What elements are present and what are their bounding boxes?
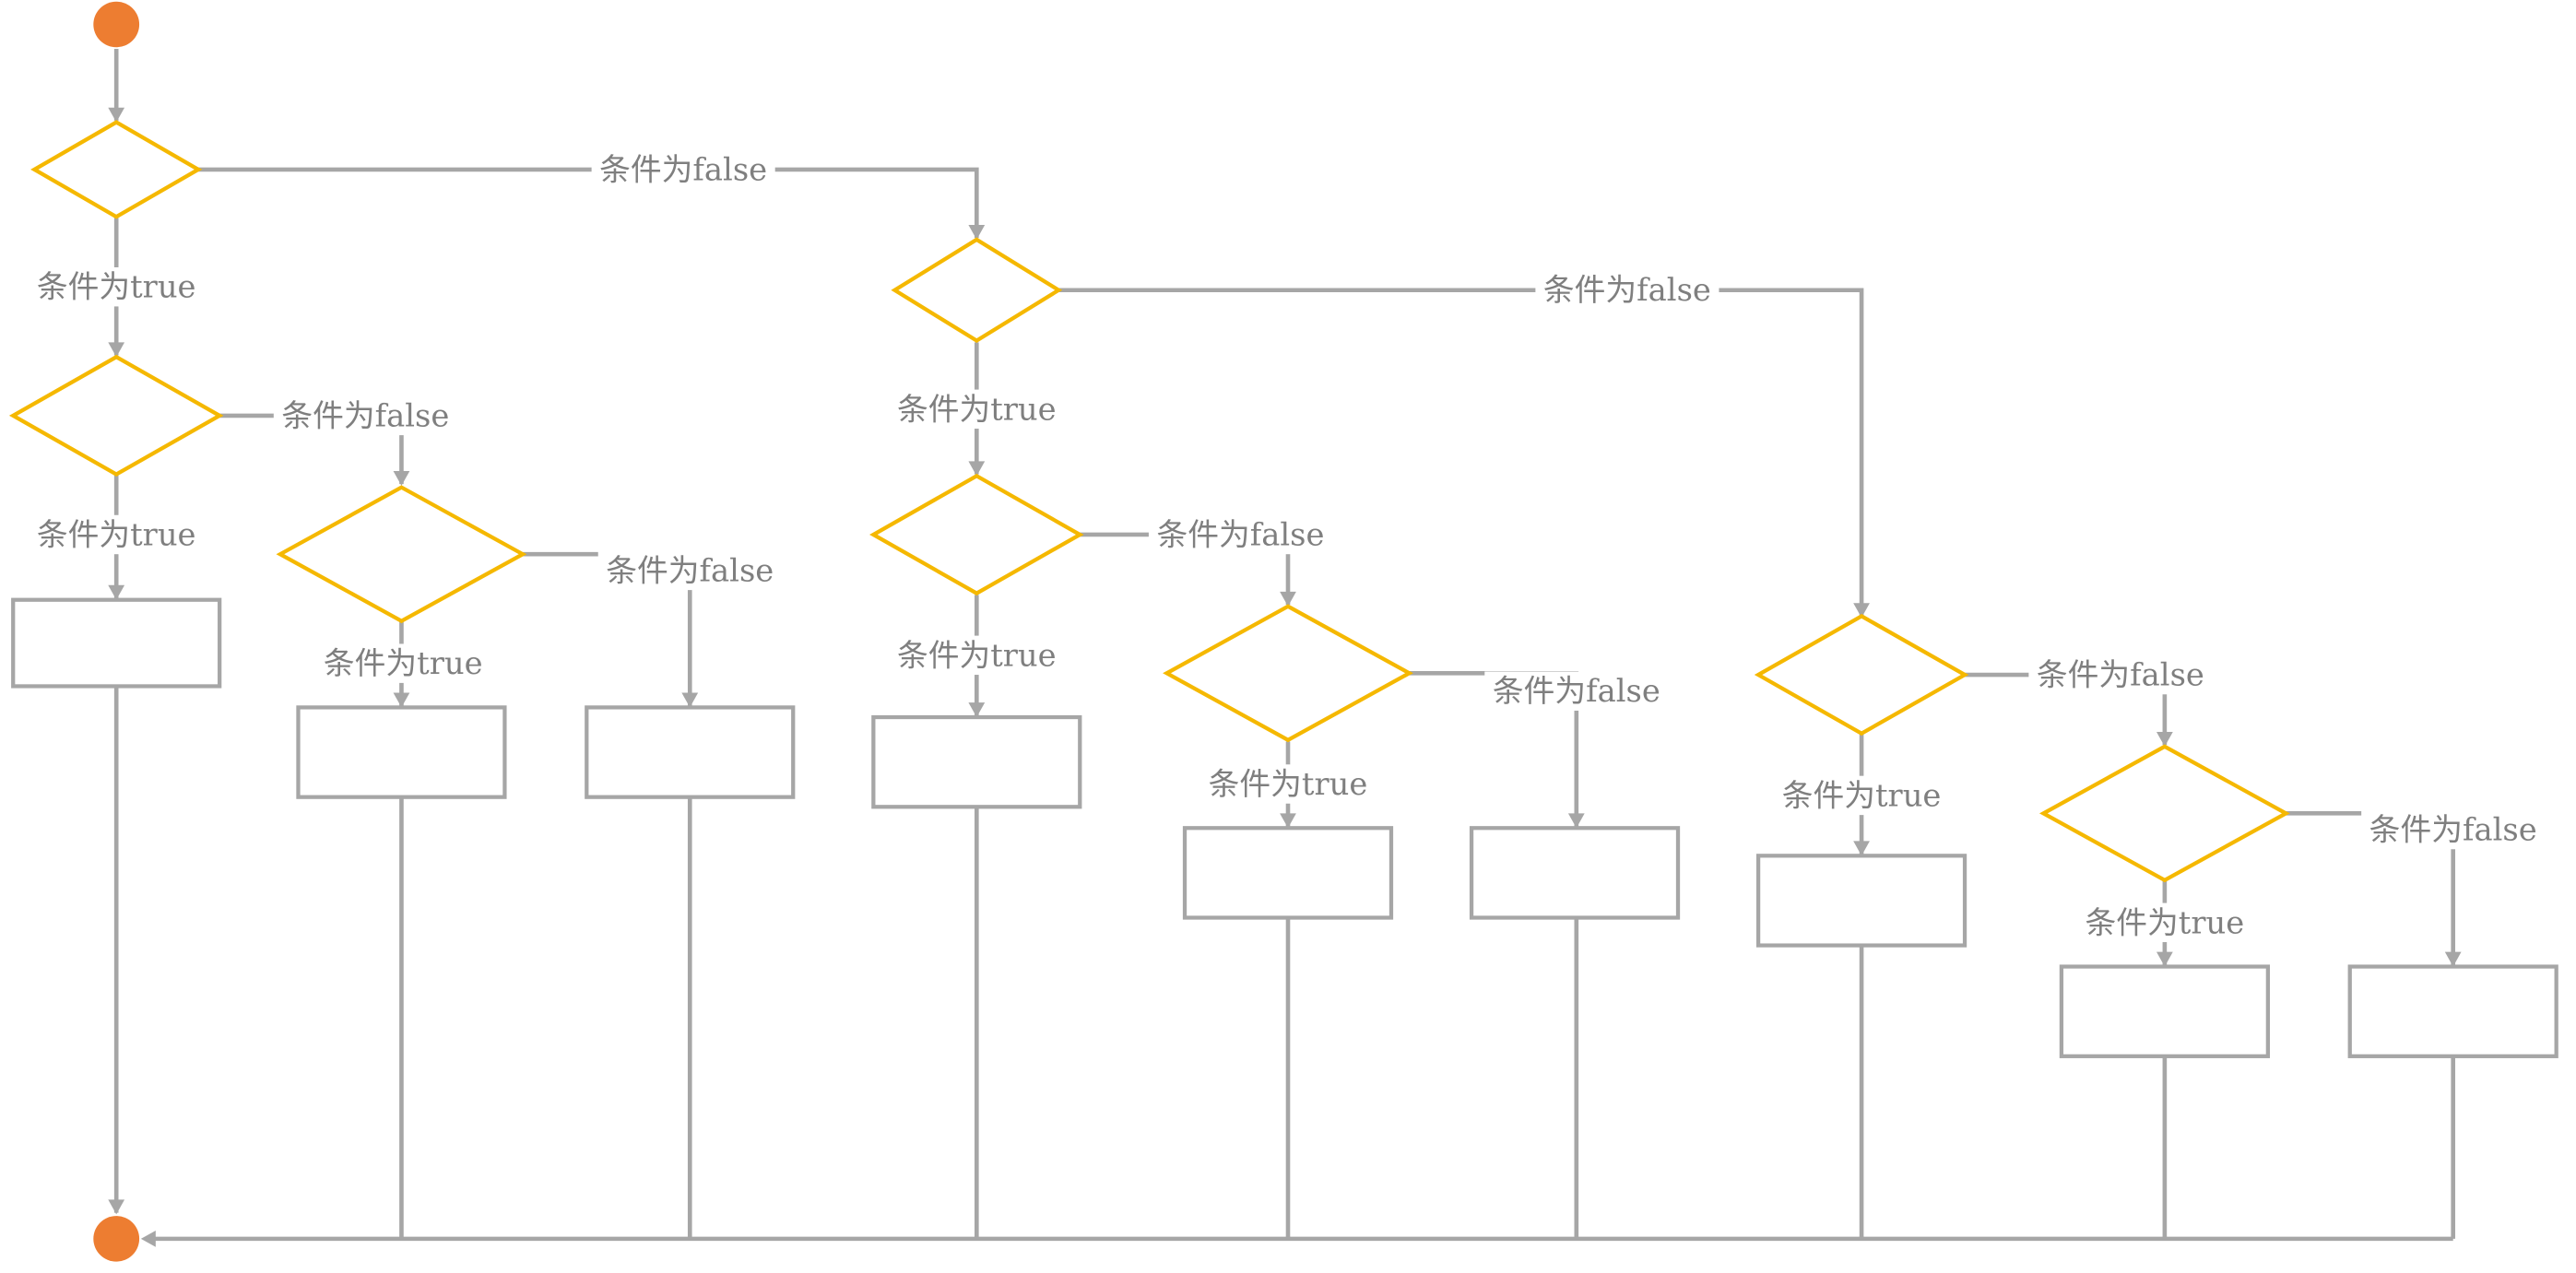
arrowhead <box>1853 603 1870 619</box>
start-node <box>93 1 140 48</box>
true-branch-label: 条件为true <box>2086 904 2245 940</box>
arrowhead <box>968 702 986 718</box>
false-branch-label: 条件为false <box>1493 673 1660 709</box>
decision-diamond <box>869 473 1084 596</box>
code-block <box>296 705 507 799</box>
arrowhead <box>2444 951 2462 967</box>
label-background <box>597 550 782 591</box>
code-block <box>1469 826 1681 920</box>
arrowhead <box>968 225 986 240</box>
arrowhead <box>393 471 410 486</box>
false-branch-label: 条件为false <box>606 552 774 588</box>
label-background <box>1535 270 1719 310</box>
false-branch-label: 条件为false <box>1543 272 1711 308</box>
arrowhead <box>108 342 125 358</box>
code-block <box>871 714 1082 809</box>
label-background <box>273 395 457 436</box>
arrowhead <box>681 692 699 708</box>
label-background <box>591 149 775 190</box>
label-background <box>1779 775 1944 816</box>
code-block <box>585 705 796 799</box>
false-branch-label: 条件为false <box>599 151 767 187</box>
true-branch-label: 条件为true <box>1209 766 1368 802</box>
code-block <box>1182 826 1394 920</box>
true-branch-label: 条件为true <box>37 517 196 553</box>
arrowhead <box>108 107 125 123</box>
decision-diamond <box>2038 744 2290 883</box>
arrowhead <box>968 461 986 477</box>
decision-diamond <box>30 120 203 219</box>
false-branch-label: 条件为false <box>1156 517 1324 553</box>
true-branch-label: 条件为true <box>37 269 196 305</box>
label-background <box>2083 902 2247 943</box>
end-node <box>93 1216 140 1262</box>
true-branch-label: 条件为true <box>897 637 1057 673</box>
arrowhead <box>1567 813 1585 829</box>
connector <box>1058 288 1864 617</box>
label-background <box>1148 514 1332 555</box>
arrowhead <box>1853 841 1870 856</box>
label-background <box>2028 654 2213 695</box>
decision-diamond <box>1163 604 1413 743</box>
false-branch-label: 条件为false <box>281 397 449 433</box>
arrowhead <box>108 1199 125 1215</box>
arrowhead <box>2156 951 2173 967</box>
arrowhead <box>393 692 410 708</box>
true-branch-label: 条件为true <box>1782 777 1942 813</box>
code-block <box>2059 964 2270 1058</box>
decision-diamond <box>891 237 1063 344</box>
label-background <box>1484 671 1669 711</box>
false-branch-label: 条件为false <box>2037 657 2204 693</box>
decision-diamond <box>1754 613 1969 737</box>
label-background <box>1206 764 1370 804</box>
decision-diamond <box>8 354 224 477</box>
code-block <box>11 597 222 689</box>
code-block <box>1755 854 1967 948</box>
true-branch-label: 条件为true <box>897 391 1057 427</box>
arrowhead <box>108 584 125 600</box>
label-background <box>34 266 199 307</box>
label-background <box>34 514 199 555</box>
arrowhead <box>2156 731 2173 747</box>
arrowhead <box>1280 813 1296 829</box>
connector <box>198 167 979 239</box>
arrowhead <box>1280 591 1296 607</box>
label-background <box>2361 809 2546 850</box>
false-branch-label: 条件为false <box>2369 812 2537 848</box>
label-background <box>321 643 486 683</box>
label-background <box>894 389 1059 430</box>
decision-diamond <box>276 485 527 624</box>
true-branch-label: 条件为true <box>324 645 483 681</box>
label-background <box>894 635 1059 676</box>
code-block <box>2347 964 2558 1058</box>
arrowhead <box>140 1231 156 1247</box>
